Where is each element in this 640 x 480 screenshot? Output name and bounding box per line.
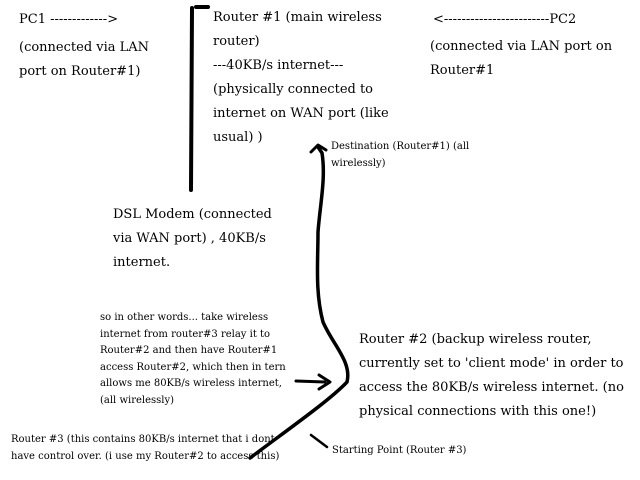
dsl-modem-description: DSL Modem (connected via WAN port) , 40K… (113, 207, 272, 270)
pc1-label: PC1 -------------> (19, 12, 119, 27)
pc2-label: <------------------------PC2 (433, 12, 577, 27)
destination-arrowhead (309, 143, 328, 154)
pc2-note: (connected via LAN port on Router#1 (430, 39, 613, 78)
router1-description: Router #1 (main wireless router) ---40KB… (213, 10, 389, 145)
router2-description: Router #2 (backup wireless router, curre… (359, 332, 624, 419)
wired-link-line (189, 5, 210, 192)
pc1-note: (connected via LAN port on Router#1) (19, 40, 150, 79)
starting-point-label: Starting Point (Router #3) (332, 445, 467, 456)
explanation-arrow (294, 379, 327, 384)
wireless-path-line (248, 145, 350, 460)
explanation-arrowhead (317, 373, 332, 391)
explanation-note: so in other words... take wireless inter… (100, 312, 286, 406)
router3-description: Router #3 (this contains 80KB/s internet… (11, 434, 280, 462)
destination-label: Destination (Router#1) (all wirelessly) (331, 141, 470, 169)
starting-point-tick (309, 433, 329, 449)
